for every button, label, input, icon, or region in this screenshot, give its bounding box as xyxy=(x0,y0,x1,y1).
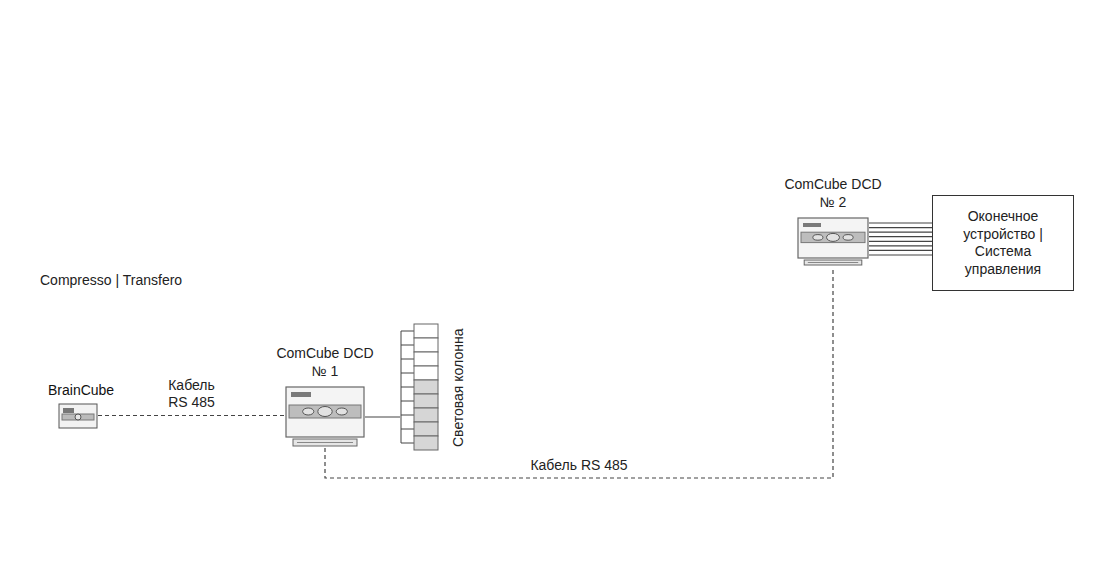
vessel-rear-cylinder xyxy=(112,298,194,566)
vessel-front-cylinder xyxy=(44,310,148,566)
house-wall xyxy=(1085,105,1086,572)
signal-wire xyxy=(365,416,400,417)
terminal-box: Оконечное устройство | Система управлени… xyxy=(932,195,1074,291)
node-heading: ComCube DCD № 1 xyxy=(272,345,378,380)
house-wall xyxy=(771,105,772,572)
lamp-segment xyxy=(414,436,438,450)
lamp-segment xyxy=(414,324,438,338)
braincube-body xyxy=(59,404,97,428)
device-button xyxy=(813,235,823,241)
lamp-tap-line xyxy=(401,345,414,346)
device-terminal-strip xyxy=(804,260,862,265)
light-column-lamps xyxy=(400,322,444,454)
cable-label: Кабель RS 485 xyxy=(162,377,222,412)
braincube-button xyxy=(75,414,81,420)
node-heading: ComCube DCD № 2 xyxy=(780,176,886,211)
device-display xyxy=(291,392,311,397)
lamp-segment xyxy=(414,394,438,408)
lamp-segment xyxy=(414,380,438,394)
lamp-tap-line xyxy=(401,373,414,374)
device-display xyxy=(803,223,821,227)
lamp-tap-line xyxy=(401,429,414,430)
controller-device: ComCube DCD № 1 xyxy=(272,345,378,448)
lamp-tap-line xyxy=(401,331,414,332)
braincube-icon xyxy=(58,403,98,429)
device-body xyxy=(286,387,364,437)
lamp-segment xyxy=(414,408,438,422)
node-label: Световая колонна xyxy=(450,322,468,454)
lamp-segment xyxy=(414,338,438,352)
lamp-tap-line xyxy=(401,415,414,416)
vessel-foot xyxy=(50,550,144,564)
vessel-pump-neck xyxy=(86,434,100,454)
node-heading: Compresso | Transfero xyxy=(40,272,202,290)
node-label: BrainCube xyxy=(48,382,120,400)
braincube-display xyxy=(63,408,74,413)
rs485-cable xyxy=(98,415,285,416)
rs485-cable xyxy=(325,267,833,478)
signal-wire xyxy=(869,223,932,255)
cable-label: Кабель RS 485 xyxy=(528,457,629,475)
vessel-pump-knob xyxy=(86,454,100,466)
controller-device: ComCube DCD № 2 xyxy=(780,176,886,267)
expansion-vessel: Compresso | TransferoBrainCube xyxy=(40,272,202,568)
vessel-pump-unit xyxy=(58,438,136,564)
controller-unit: BrainCube xyxy=(48,382,120,429)
house-wall xyxy=(31,105,32,572)
device-band xyxy=(289,405,361,418)
house-roof xyxy=(8,8,510,105)
device-body xyxy=(798,218,868,258)
lamp-tap-line xyxy=(401,443,414,444)
device-terminal-strip xyxy=(293,439,357,446)
device-button xyxy=(318,407,332,417)
lamp-segment xyxy=(414,352,438,366)
comcube-icon xyxy=(285,386,365,448)
node-text: Оконечное устройство | Система управлени… xyxy=(941,208,1065,278)
device-button xyxy=(827,233,840,241)
device-terminal-line xyxy=(808,262,858,263)
lamp-tap-line xyxy=(401,387,414,388)
house-roof xyxy=(756,8,1100,105)
light-column: Световая колонна xyxy=(400,322,478,454)
lamp-segment xyxy=(414,422,438,436)
device-terminal-line xyxy=(297,442,353,443)
house-wall xyxy=(487,105,488,572)
vessel-illustration xyxy=(40,298,200,568)
device-band xyxy=(801,232,865,242)
lamp-segment xyxy=(414,366,438,380)
lamp-tap-line xyxy=(401,359,414,360)
braincube-band xyxy=(62,414,94,420)
device-button xyxy=(843,235,853,241)
device-button xyxy=(336,408,347,415)
lamp-tap-line xyxy=(401,401,414,402)
device-button xyxy=(303,408,314,415)
comcube-icon xyxy=(797,217,869,267)
